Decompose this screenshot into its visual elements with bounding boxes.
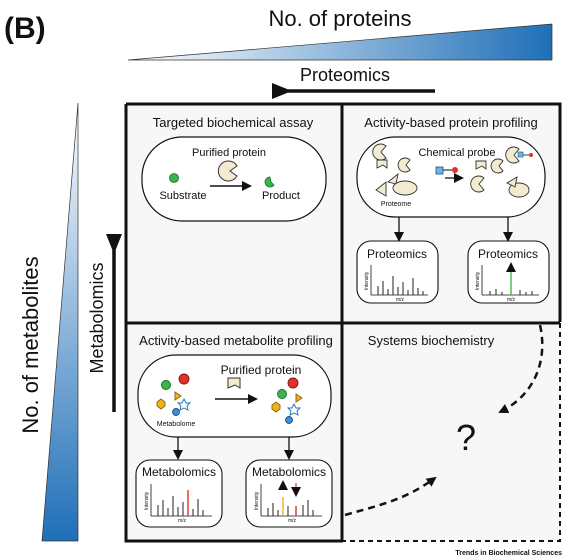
unknown-question-mark: ? [456, 417, 476, 458]
protein-gradient-wedge [127, 23, 553, 61]
svg-text:m/z: m/z [507, 297, 516, 303]
substrate-icon [169, 173, 179, 183]
svg-text:m/z: m/z [288, 518, 297, 524]
svg-text:Proteomics: Proteomics [478, 247, 538, 261]
proteomics-arrow-label: Proteomics [300, 65, 390, 85]
proteomics-spectrum-left: Proteomics Intensity m/z [356, 240, 439, 304]
product-label: Product [262, 190, 300, 202]
svg-text:Intensity: Intensity [364, 271, 370, 290]
x-axis-title: No. of proteins [268, 6, 411, 31]
dashed-arrow-from-left [344, 476, 437, 517]
abmp-enzyme-icon [227, 377, 241, 389]
targeted-assay-title: Targeted biochemical assay [153, 115, 314, 130]
svg-text:m/z: m/z [178, 518, 187, 524]
svg-text:m/z: m/z [396, 297, 405, 303]
abpp-capsule [356, 136, 546, 218]
svg-text:Proteomics: Proteomics [367, 247, 427, 261]
svg-text:Intensity: Intensity [475, 271, 481, 290]
abpp-title: Activity-based protein profiling [364, 115, 537, 130]
metabolomics-spectrum-right: Metabolomics Intensity m/z [245, 459, 333, 528]
svg-text:Intensity: Intensity [144, 491, 150, 510]
source-credit: Trends in Biochemical Sciences [455, 550, 562, 557]
quadrant-grid-outline [124, 102, 562, 543]
metabolome-shapes [156, 373, 303, 424]
metabolomics-arrow-label: Metabolomics [87, 262, 107, 373]
panel-label: (B) [4, 12, 46, 45]
svg-text:Metabolomics: Metabolomics [252, 465, 326, 479]
product-icon [264, 176, 275, 188]
enzyme-icon [217, 160, 238, 182]
svg-text:Metabolomics: Metabolomics [142, 465, 216, 479]
substrate-label: Substrate [159, 190, 206, 202]
probe-label: Chemical probe [418, 147, 495, 159]
svg-text:Intensity: Intensity [254, 491, 260, 510]
proteomics-spectrum-right: Proteomics Intensity m/z [467, 240, 550, 304]
chemical-probe-icon [435, 151, 533, 183]
abmp-enzyme-label: Purified protein [221, 363, 302, 377]
dashed-arrow-from-top [498, 324, 544, 414]
y-axis-title: No. of metabolites [18, 256, 43, 433]
metabolome-label: Metabolome [157, 421, 196, 428]
proteome-label: Proteome [381, 201, 411, 208]
quadrant-bottom-right [343, 324, 560, 541]
metabolite-gradient-wedge [41, 102, 79, 542]
abmp-title: Activity-based metabolite profiling [139, 333, 333, 348]
targeted-enzyme-label: Purified protein [192, 147, 266, 159]
proteome-shapes [372, 143, 530, 198]
metabolomics-spectrum-left: Metabolomics Intensity m/z [135, 459, 223, 528]
systems-biochem-title: Systems biochemistry [368, 333, 495, 348]
systems-dashed-border [343, 323, 561, 542]
